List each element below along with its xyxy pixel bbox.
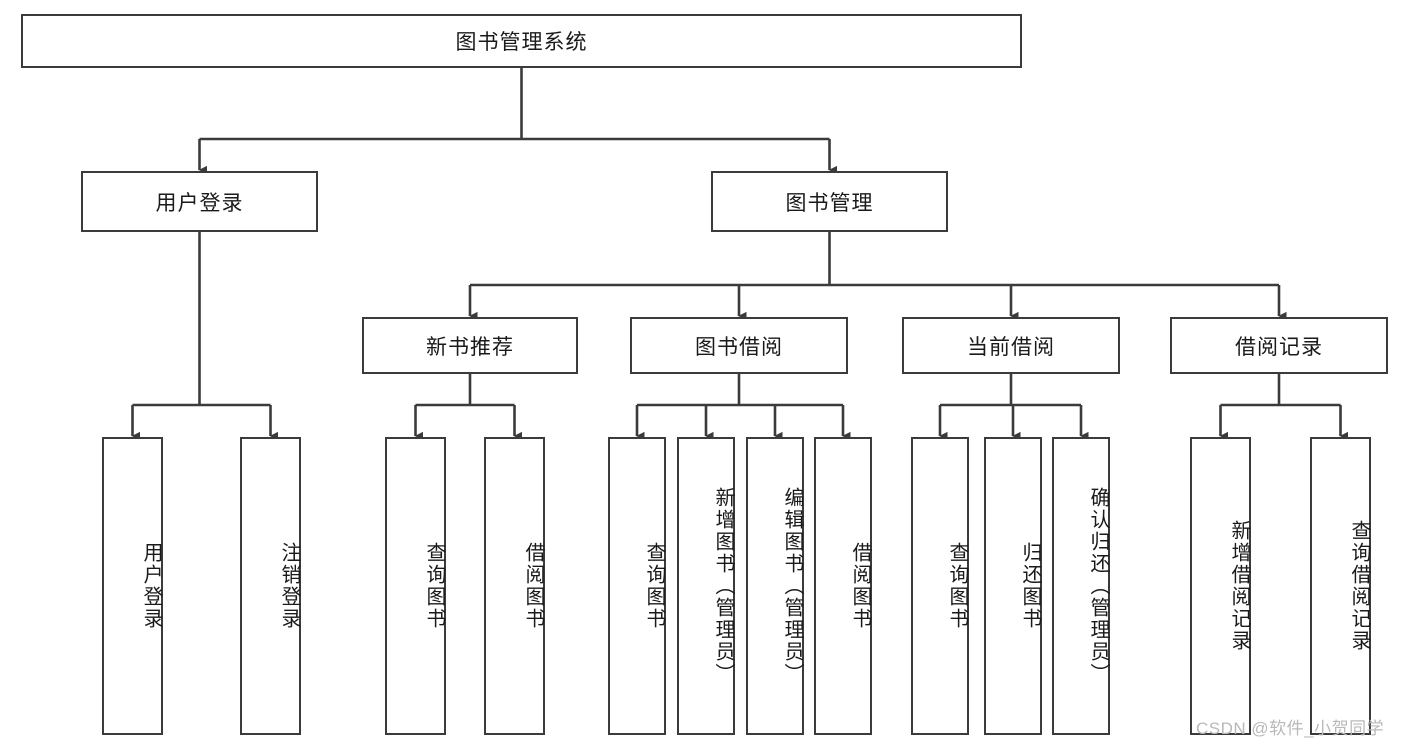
node-root[interactable]: 图书管理系统 bbox=[21, 14, 1022, 68]
node-newbooks[interactable]: 新书推荐 bbox=[362, 317, 578, 374]
node-label: 用户登录 bbox=[140, 542, 162, 630]
node-leaf-query-book-1[interactable]: 查询图书 bbox=[385, 437, 446, 735]
node-label: 新书推荐 bbox=[426, 335, 514, 359]
node-borrow[interactable]: 图书借阅 bbox=[630, 317, 848, 374]
node-leaf-query-book-2[interactable]: 查询图书 bbox=[608, 437, 666, 735]
node-label: 用户登录 bbox=[155, 191, 244, 215]
node-label: 图书借阅 bbox=[695, 335, 783, 359]
node-label: 查询图书 bbox=[643, 542, 665, 630]
connector-bus bbox=[199, 68, 830, 141]
node-leaf-add-book[interactable]: 新增图书（管理员） bbox=[677, 437, 735, 735]
node-leaf-user-login[interactable]: 用户登录 bbox=[102, 437, 163, 735]
node-label: 借阅图书 bbox=[849, 542, 871, 630]
node-leaf-borrow-book-1[interactable]: 借阅图书 bbox=[484, 437, 545, 735]
node-label: 借阅图书 bbox=[522, 542, 544, 630]
node-label: 借阅记录 bbox=[1235, 335, 1323, 359]
node-label: 新增借阅记录 bbox=[1228, 520, 1250, 652]
node-label: 编辑图书（管理员） bbox=[781, 487, 803, 685]
node-label: 查询图书 bbox=[423, 542, 445, 630]
node-leaf-borrow-book-2[interactable]: 借阅图书 bbox=[814, 437, 872, 735]
connector-bus bbox=[415, 374, 515, 407]
connector-bus bbox=[470, 232, 1279, 287]
node-leaf-confirm-return[interactable]: 确认归还（管理员） bbox=[1052, 437, 1110, 735]
node-label: 查询借阅记录 bbox=[1348, 520, 1370, 652]
node-login[interactable]: 用户登录 bbox=[81, 171, 318, 232]
node-label: 当前借阅 bbox=[967, 335, 1055, 359]
node-leaf-logout[interactable]: 注销登录 bbox=[240, 437, 301, 735]
node-label: 图书管理系统 bbox=[455, 31, 588, 54]
node-label: 查询图书 bbox=[946, 542, 968, 630]
node-leaf-query-book-3[interactable]: 查询图书 bbox=[911, 437, 969, 735]
connector-bus bbox=[637, 374, 843, 407]
node-leaf-query-record[interactable]: 查询借阅记录 bbox=[1310, 437, 1371, 735]
node-label: 确认归还（管理员） bbox=[1087, 487, 1109, 685]
node-label: 注销登录 bbox=[278, 542, 300, 630]
connector-bus bbox=[1220, 374, 1341, 407]
connector-bus bbox=[940, 374, 1081, 407]
node-records[interactable]: 借阅记录 bbox=[1170, 317, 1388, 374]
node-label: 新增图书（管理员） bbox=[712, 487, 734, 685]
node-leaf-add-record[interactable]: 新增借阅记录 bbox=[1190, 437, 1251, 735]
node-leaf-edit-book[interactable]: 编辑图书（管理员） bbox=[746, 437, 804, 735]
node-bookmgmt[interactable]: 图书管理 bbox=[711, 171, 948, 232]
node-label: 归还图书 bbox=[1019, 542, 1041, 630]
node-current[interactable]: 当前借阅 bbox=[902, 317, 1120, 374]
watermark-label: CSDN @软件_小贺同学 bbox=[1196, 719, 1385, 738]
connector-bus bbox=[132, 232, 271, 407]
node-label: 图书管理 bbox=[785, 191, 874, 215]
node-leaf-return-book[interactable]: 归还图书 bbox=[984, 437, 1042, 735]
